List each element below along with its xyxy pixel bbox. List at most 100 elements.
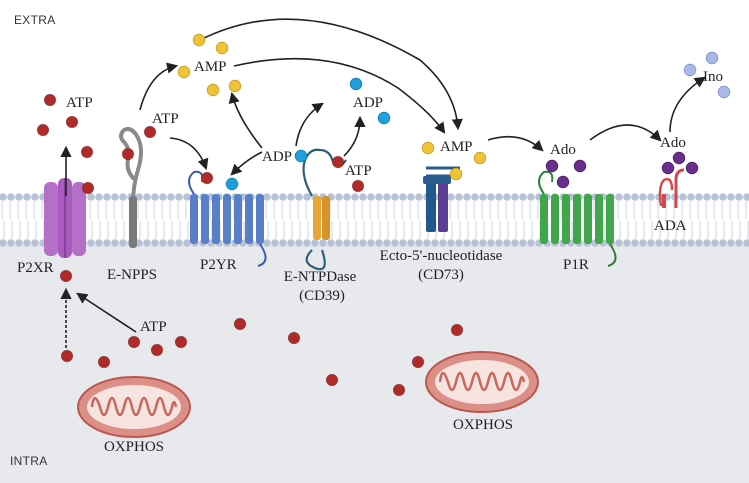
lipid-head: [431, 239, 439, 247]
lipid-head: [463, 239, 471, 247]
lipid-head: [511, 193, 519, 201]
lipid-head: [671, 239, 679, 247]
arrow-atp-to-adp-up: [343, 115, 366, 157]
lipid-head: [303, 193, 311, 201]
amp-molecule: [421, 141, 435, 155]
lipid-head: [287, 239, 295, 247]
atp-molecule: [127, 335, 141, 349]
arrow-ado-to-ada: [589, 124, 662, 142]
arrow-ado-to-ino: [669, 76, 706, 133]
lipid-head: [135, 239, 143, 247]
adenosine-molecule: [545, 159, 559, 173]
tm-helix: [223, 194, 231, 244]
ino-label: Ino: [703, 69, 723, 85]
lipid-head: [31, 239, 39, 247]
ado-label-p1r: Ado: [550, 142, 576, 158]
adp-label-p2yr: ADP: [262, 149, 293, 165]
lipid-head: [23, 193, 31, 201]
tm-helix: [584, 194, 592, 244]
amp-molecule: [177, 65, 191, 79]
atp-label-enpps: ATP: [152, 111, 179, 127]
lipid-head: [111, 193, 119, 201]
lipid-head: [679, 239, 687, 247]
amp-molecule: [449, 167, 463, 181]
tm-helix: [573, 194, 581, 244]
adenosine-molecule: [685, 161, 699, 175]
lipid-head: [7, 193, 15, 201]
lipid-head: [391, 239, 399, 247]
adenosine-molecule: [672, 151, 686, 165]
atp-molecule: [331, 155, 345, 169]
lipid-head: [623, 193, 631, 201]
lipid-head: [663, 239, 671, 247]
lipid-head: [383, 193, 391, 201]
atp-molecule: [121, 147, 135, 161]
lipid-head: [343, 239, 351, 247]
lipid-head: [7, 239, 15, 247]
amp-molecule: [206, 83, 220, 97]
arrow-amp-top-to-cd73: [199, 18, 463, 131]
lipid-head: [111, 239, 119, 247]
tm-helix: [190, 194, 198, 244]
lipid-head: [303, 239, 311, 247]
arrow-enpps-to-amp: [139, 62, 179, 111]
adenosine-molecule: [661, 161, 675, 175]
lipid-head: [311, 239, 319, 247]
atp-label-intra: ATP: [140, 319, 167, 335]
region-label-intra: INTRA: [10, 454, 48, 468]
lipid-head: [615, 193, 623, 201]
atp-molecule: [97, 355, 111, 369]
arrow-atp-to-p2yr: [169, 137, 209, 171]
lipid-head: [263, 239, 271, 247]
p2yr-receptor: [188, 170, 267, 267]
ado-label-ada: Ado: [660, 135, 686, 151]
lipid-head: [143, 239, 151, 247]
amp-molecule: [228, 79, 242, 93]
protein-label-cd73: (CD73): [418, 267, 464, 283]
lipid-head: [679, 193, 687, 201]
atp-molecule: [81, 181, 95, 195]
lipid-head: [295, 239, 303, 247]
lipid-head: [735, 193, 743, 201]
lipid-head: [527, 239, 535, 247]
lipid-head: [439, 239, 447, 247]
mitochondrion-right: [425, 351, 539, 413]
protein-label-p2xr: P2XR: [17, 260, 54, 276]
adenosine-molecule: [573, 159, 587, 173]
protein-label-p1r: P1R: [563, 257, 589, 273]
organelle-label-oxphos-right: OXPHOS: [452, 417, 514, 433]
atp-molecule: [287, 331, 301, 345]
lipid-head: [399, 239, 407, 247]
lipid-head: [335, 193, 343, 201]
arrow-cd39-to-adp-top: [295, 102, 324, 147]
lipid-head: [695, 239, 703, 247]
amp-label-top: AMP: [194, 59, 227, 75]
ada-enzyme: [658, 168, 685, 208]
n-terminal-loop: [188, 170, 204, 195]
atp-molecule: [233, 317, 247, 331]
tm-helix: [256, 194, 264, 244]
p1r-receptor: [538, 170, 617, 267]
lipid-head: [463, 193, 471, 201]
lipid-head: [87, 193, 95, 201]
atp-molecule: [59, 269, 73, 283]
tm-helix: [212, 194, 220, 244]
reaction-arrows: [60, 18, 706, 348]
lipid-head: [295, 193, 303, 201]
p2xr-channel: [44, 178, 86, 258]
lipid-head: [271, 193, 279, 201]
lipid-head: [87, 239, 95, 247]
lipid-head: [495, 239, 503, 247]
lipid-head: [687, 239, 695, 247]
lipid-head: [687, 193, 695, 201]
intracellular-region: [0, 244, 749, 483]
lipid-head: [119, 193, 127, 201]
lipid-head: [375, 239, 383, 247]
atp-molecule: [150, 343, 164, 357]
lipid-head: [391, 193, 399, 201]
adenosine-molecule: [556, 175, 570, 189]
lipid-head: [495, 193, 503, 201]
amp-label-cd73: AMP: [440, 139, 473, 155]
lipid-head: [615, 239, 623, 247]
